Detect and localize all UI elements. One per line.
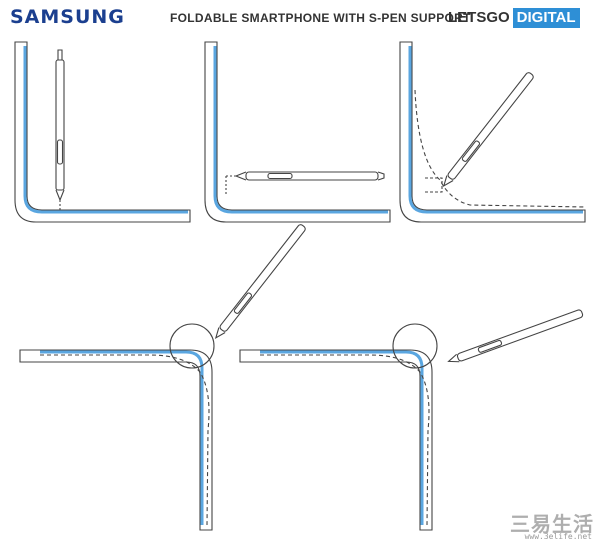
figure-stage-4 bbox=[19, 224, 306, 531]
deformation-box bbox=[425, 177, 443, 193]
logo-part-digital: DIGITAL bbox=[512, 8, 580, 28]
s-pen bbox=[447, 309, 584, 363]
phone-screen bbox=[408, 46, 583, 214]
s-pen bbox=[214, 224, 306, 340]
phone-outline bbox=[14, 41, 191, 223]
hinge-detail-circle bbox=[169, 323, 215, 369]
figure-stage-1 bbox=[14, 41, 191, 223]
logo-part-letsgo: LETSGO bbox=[448, 9, 510, 26]
hinge-detail-circle bbox=[392, 323, 438, 369]
phone-screen bbox=[213, 46, 388, 214]
samsung-logo: SAMSUNG bbox=[10, 6, 125, 28]
phone-outline bbox=[204, 41, 391, 223]
letsgodigital-logo: LETSGO DIGITAL bbox=[448, 8, 580, 28]
deformation-line bbox=[414, 89, 586, 208]
watermark-url: www.3elife.net bbox=[524, 532, 592, 541]
s-pen bbox=[442, 72, 534, 188]
s-pen bbox=[55, 49, 65, 210]
phone-screen bbox=[260, 350, 424, 525]
phone-screen bbox=[23, 46, 188, 214]
patent-drawing bbox=[14, 41, 586, 531]
deformation-line bbox=[260, 354, 430, 526]
phone-outline bbox=[399, 41, 586, 223]
figure-stage-5 bbox=[239, 309, 584, 531]
header: SAMSUNG FOLDABLE SMARTPHONE WITH S-PEN S… bbox=[0, 0, 600, 36]
phone-outline bbox=[19, 349, 213, 531]
figure-stage-3 bbox=[399, 41, 586, 223]
phone-outline bbox=[239, 349, 433, 531]
watermark-logo: 三易生活 bbox=[510, 512, 594, 536]
deformation-line bbox=[40, 354, 210, 526]
phone-screen bbox=[40, 350, 204, 525]
page-title: FOLDABLE SMARTPHONE WITH S-PEN SUPPORT bbox=[170, 11, 471, 25]
s-pen bbox=[225, 171, 385, 196]
figure-stage-2 bbox=[204, 41, 391, 223]
